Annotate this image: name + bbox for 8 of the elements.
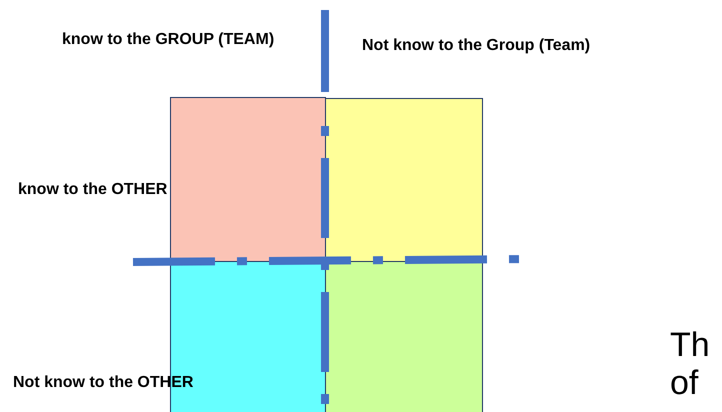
quadrant-box <box>325 261 483 412</box>
text-fragment: of <box>670 364 698 402</box>
axis-label: know to the OTHER <box>18 181 168 198</box>
quadrant-box <box>170 97 326 263</box>
quadrant-box <box>325 98 483 263</box>
text-fragment: Th <box>670 326 710 364</box>
axis-label: Not know to the Group (Team) <box>362 37 590 54</box>
axis-label: know to the GROUP (TEAM) <box>62 31 274 48</box>
